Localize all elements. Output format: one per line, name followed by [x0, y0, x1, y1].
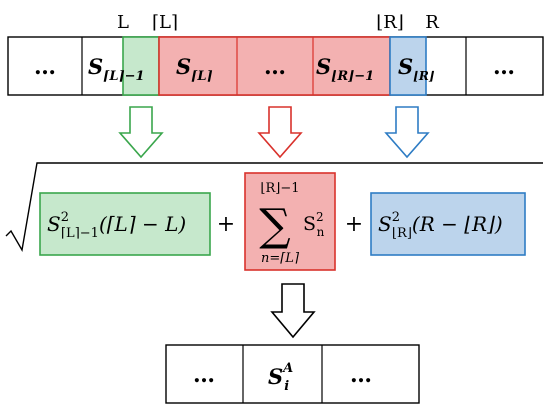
cell-dots-1: … [34, 54, 56, 80]
green-term-text: S2⌈L⌉−1(⌈L⌉ − L) [47, 210, 186, 241]
red-region-top [158, 36, 391, 96]
cell-dots-3: … [493, 54, 515, 80]
label-R: R [425, 12, 439, 33]
down-arrow-icon-red [257, 106, 303, 159]
top-array: … S⌈L⌉−1 S⌈L⌉ … S⌊R⌋−1 S⌊R⌋ … [7, 36, 544, 96]
result-dots-2: … [350, 362, 372, 388]
sum-lower-limit: n=⌈L⌉ [261, 251, 300, 266]
cell-s-ceil-l-minus-1: S⌈L⌉−1 [88, 54, 145, 84]
sum-upper-limit: ⌊R⌋−1 [260, 181, 299, 196]
green-region-top [122, 36, 160, 96]
cell-dots-2: … [264, 54, 286, 80]
result-array-frame [165, 344, 420, 404]
square-root-sign [5, 162, 543, 253]
label-R-floor: ⌊R⌋ [376, 12, 404, 33]
down-arrow-icon-green [118, 106, 164, 159]
cell-s-ceil-l: S⌈L⌉ [176, 54, 213, 84]
label-L: L [117, 12, 129, 33]
down-arrow-icon-blue [384, 106, 430, 159]
sum-symbol: ∑ [259, 200, 290, 251]
sum-term-box [244, 172, 336, 271]
cell-s-floor-r-minus-1: S⌊R⌋−1 [316, 54, 374, 84]
plus-sign-2: + [345, 212, 363, 237]
result-dots-1: … [193, 362, 215, 388]
blue-term-box [370, 192, 526, 256]
green-term-box [39, 192, 211, 256]
blue-term-text: S2⌊R⌋(R − ⌊R⌋) [378, 210, 503, 241]
label-L-ceil: ⌈L⌉ [152, 12, 178, 33]
cell-s-floor-r: S⌊R⌋ [398, 54, 435, 83]
down-arrow-icon-result [270, 283, 316, 339]
blue-region-top [389, 36, 427, 96]
plus-sign-1: + [217, 212, 235, 237]
